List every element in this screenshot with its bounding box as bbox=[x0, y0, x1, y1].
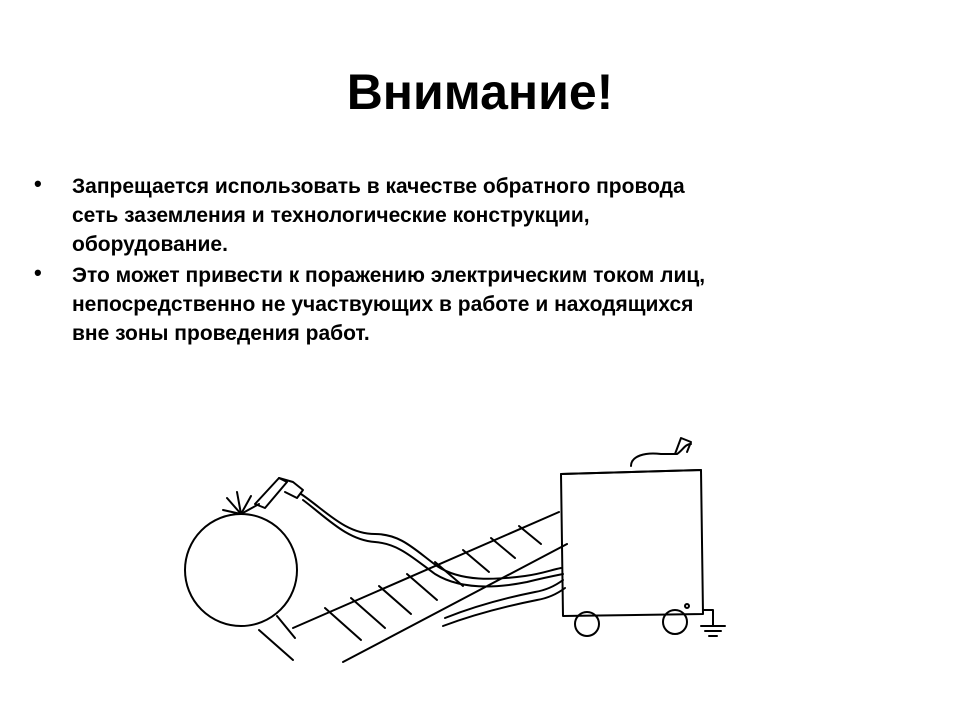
bullet-list: • Запрещается использовать в качестве об… bbox=[34, 172, 914, 350]
bullet-line: Это может привести к поражению электриче… bbox=[72, 264, 706, 287]
bullet-line: сеть заземления и технологические констр… bbox=[72, 204, 590, 227]
bullet-marker: • bbox=[34, 260, 42, 285]
bullet-item: • Это может привести к поражению электри… bbox=[34, 261, 914, 348]
welding-illustration bbox=[184, 437, 726, 663]
pipe-icon bbox=[184, 513, 298, 627]
bullet-item: • Запрещается использовать в качестве об… bbox=[34, 172, 914, 259]
ground-icon bbox=[700, 609, 726, 637]
slide-title: Внимание! bbox=[346, 64, 614, 120]
bullet-marker: • bbox=[34, 171, 42, 196]
bullet-line: вне зоны проведения работ. bbox=[72, 322, 370, 345]
bullet-line: непосредственно не участвующих в работе … bbox=[72, 293, 694, 316]
rail-track-icon bbox=[258, 511, 568, 663]
return-cable bbox=[442, 579, 566, 627]
bullet-line: Запрещается использовать в качестве обра… bbox=[72, 175, 685, 198]
welding-machine-icon bbox=[560, 437, 704, 637]
bullet-line: оборудование. bbox=[72, 233, 228, 256]
